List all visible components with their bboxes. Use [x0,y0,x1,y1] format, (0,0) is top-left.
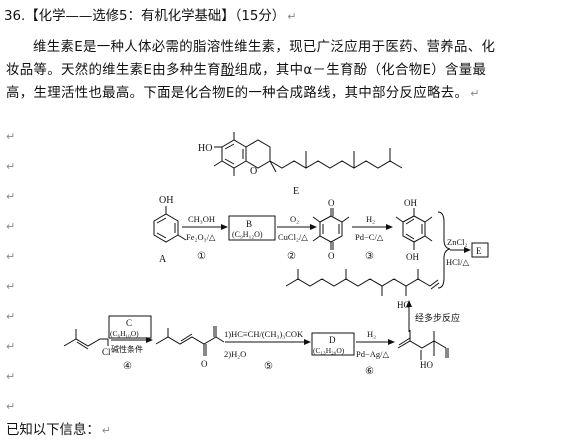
problem-header: 36.【化学——选修5：有机化学基础】（15分）↵ [4,7,296,27]
step6-reagent-top: H₂ [367,329,376,339]
quinone: O O [312,198,350,261]
b-box-name: B [246,219,252,229]
b-box-formula: (C₉H₁₂O) [232,230,263,239]
step5-number: ⑤ [264,361,273,372]
multi-step-arrow: 经多步反应 [406,300,460,332]
empty-line-mark: ↵ [6,340,16,353]
c-box-name: C [126,318,132,328]
step3-reagent-top: H₂ [366,214,375,224]
step-final-arrow: ZnCl₂ HCl/△ E [446,237,489,267]
compound-e-structure: HO O E [198,132,403,197]
final-reagent-top: ZnCl₂ [447,237,467,247]
step-2-arrow: O₂ CuCl₂/△ ② [277,214,317,262]
empty-line-mark: ↵ [6,400,16,413]
e-box [471,242,489,258]
c-box [108,315,152,339]
step5-reagent-top: 1)HC≡CH/(CH₃)₃COK [224,329,304,339]
d-box-formula: (C₁₃H₂₀O) [313,346,345,355]
step2-reagent-bottom: CuCl₂/△ [278,232,308,242]
underlined-word: 酚 [220,63,235,78]
product-ho-label: HO [420,360,433,370]
hq-oh-top: OH [404,198,417,208]
e-ho-label: HO [198,143,212,154]
paragraph-mark-icon: ↵ [287,10,297,23]
d-box: D (C₁₃H₂₀O) [311,332,355,356]
step3-number: ③ [365,251,374,262]
hydroquinone: OH OH [395,198,433,262]
cl-label: Cl [102,347,111,357]
quinone-o-top: O [328,198,335,208]
d-box-name: D [329,335,336,345]
empty-line-mark: ↵ [6,130,16,143]
a-oh-label: OH [159,195,173,206]
step4-condition: 碱性条件 [111,344,143,354]
step-3-arrow: H₂ Pd−C/△ ③ [352,214,393,262]
empty-line-mark: ↵ [6,250,16,263]
step5-reagent-bottom: 2)H₂O [224,349,246,359]
paragraph-line-3: 高，生理活性也最高。下面是化合物E的一种合成路线，其中部分反应略去。↵ [6,86,480,101]
paragraph-mark-icon: ↵ [470,87,480,100]
step6-number: ⑥ [365,366,374,377]
ketone-intermediate: O [155,326,225,369]
header-text: 36.【化学——选修5：有机化学基础】（15分） [4,9,286,24]
step2-reagent-top: O₂ [290,214,299,224]
combine-brace [437,211,451,289]
empty-line-mark: ↵ [6,280,16,293]
step4-number: ④ [123,361,132,372]
paragraph-mark-icon: ↵ [101,424,111,437]
linalool-product: HO [397,330,449,370]
quinone-o-bottom: O [328,251,335,261]
e-box-label: E [476,246,482,256]
compound-a: OH A [153,195,187,265]
step-4-arrow: C (C₆H₁₀O) 碱性条件 ④ [108,315,153,372]
step-6-arrow: H₂ Pd−Ag/△ ⑥ [356,329,395,377]
chain-alcohol: HO [285,269,440,310]
ketone-o-label: O [201,359,208,369]
problem-footer: 已知以下信息：↵ [6,423,111,438]
empty-line-mark: ↵ [6,310,16,323]
b-box: B (C₉H₁₂O) [228,215,276,241]
empty-line-mark: ↵ [6,220,16,233]
step-1-arrow: CH₃OH Fe₂O₃/△ ① [182,214,228,262]
step1-number: ① [197,251,206,262]
paragraph-line-1: 维生素E是一种人体必需的脂溶性维生素，现已广泛应用于医药、营养品、化 [33,40,496,55]
final-reagent-bottom: HCl/△ [446,257,470,267]
chain-ho-label: HO [397,300,410,310]
step1-reagent-bottom: Fe₂O₃/△ [186,232,216,242]
step3-reagent-bottom: Pd−C/△ [355,232,384,242]
paragraph-line-2: 妆品等。天然的维生素E由多种生育酚组成，其中α－生育酚（化合物E）含量最 [6,63,487,78]
step1-reagent-top: CH₃OH [188,214,215,224]
multi-step-label: 经多步反应 [415,312,460,323]
empty-line-mark: ↵ [6,370,16,383]
e-ring-oxygen: O [250,166,257,177]
c-box-formula: (C₆H₁₀O) [110,329,139,338]
empty-line-mark: ↵ [6,160,16,173]
hq-oh-bottom: OH [406,252,419,262]
a-label: A [159,254,167,265]
step-5-arrow: 1)HC≡CH/(CH₃)₃COK 2)H₂O ⑤ [224,329,311,372]
e-label: E [293,186,299,197]
prenyl-chloride: Cl [63,329,111,357]
step6-reagent-bottom: Pd−Ag/△ [356,349,390,359]
empty-line-mark: ↵ [6,190,16,203]
step2-number: ② [287,251,296,262]
problem-paragraph: 维生素E是一种人体必需的脂溶性维生素，现已广泛应用于医药、营养品、化 妆品等。天… [6,36,575,105]
